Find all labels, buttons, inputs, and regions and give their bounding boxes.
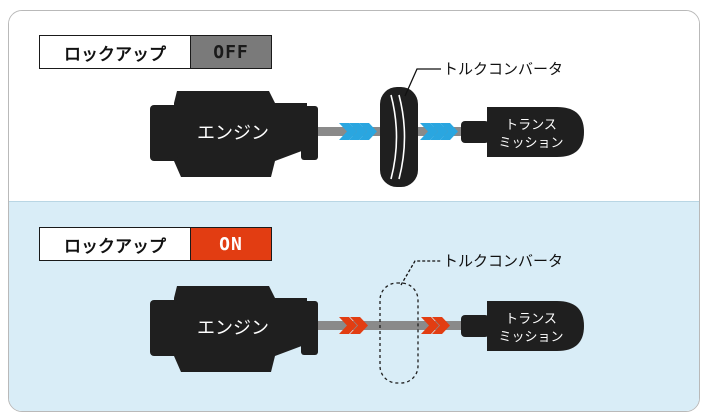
on-transmission: トランス ミッション <box>461 301 584 351</box>
lockup-off-badge: ロックアップ OFF <box>39 35 272 69</box>
on-transmission-label-line2: ミッション <box>498 330 563 345</box>
on-torque-converter <box>379 282 419 384</box>
on-arrows <box>339 317 450 334</box>
off-drivetrain: エンジン トランス ミッション <box>150 60 584 187</box>
on-engine-label: エンジン <box>197 318 269 339</box>
off-torque-converter <box>380 87 418 187</box>
off-engine: エンジン <box>150 91 318 177</box>
off-arrows <box>339 123 458 140</box>
on-torque-converter-label: トルクコンバータ <box>443 252 563 270</box>
lockup-on-badge: ロックアップ ON <box>39 227 272 261</box>
off-torque-converter-label: トルクコンバータ <box>443 60 563 78</box>
on-shaft <box>309 321 479 330</box>
lockup-status-on: ON <box>191 228 271 260</box>
lockup-label: ロックアップ <box>40 228 191 260</box>
off-transmission-label-line1: トランス <box>505 118 557 133</box>
on-engine: エンジン <box>150 286 318 372</box>
off-engine-label: エンジン <box>197 123 269 144</box>
on-transmission-label-line1: トランス <box>505 312 557 327</box>
on-drivetrain: エンジン トランス ミッション トルクコンバータ <box>150 252 584 384</box>
drivetrain-diagram: エンジン トランス ミッション <box>150 60 584 384</box>
diagram-frame: ロックアップ OFF ロックアップ ON エンジン <box>8 10 700 412</box>
panel-divider <box>9 201 699 202</box>
off-transmission-label-line2: ミッション <box>498 136 563 151</box>
off-callout-line <box>404 68 441 97</box>
lockup-label: ロックアップ <box>40 36 191 68</box>
off-transmission: トランス ミッション <box>461 107 584 157</box>
on-callout-line <box>400 260 441 286</box>
lockup-status-off: OFF <box>191 36 271 68</box>
